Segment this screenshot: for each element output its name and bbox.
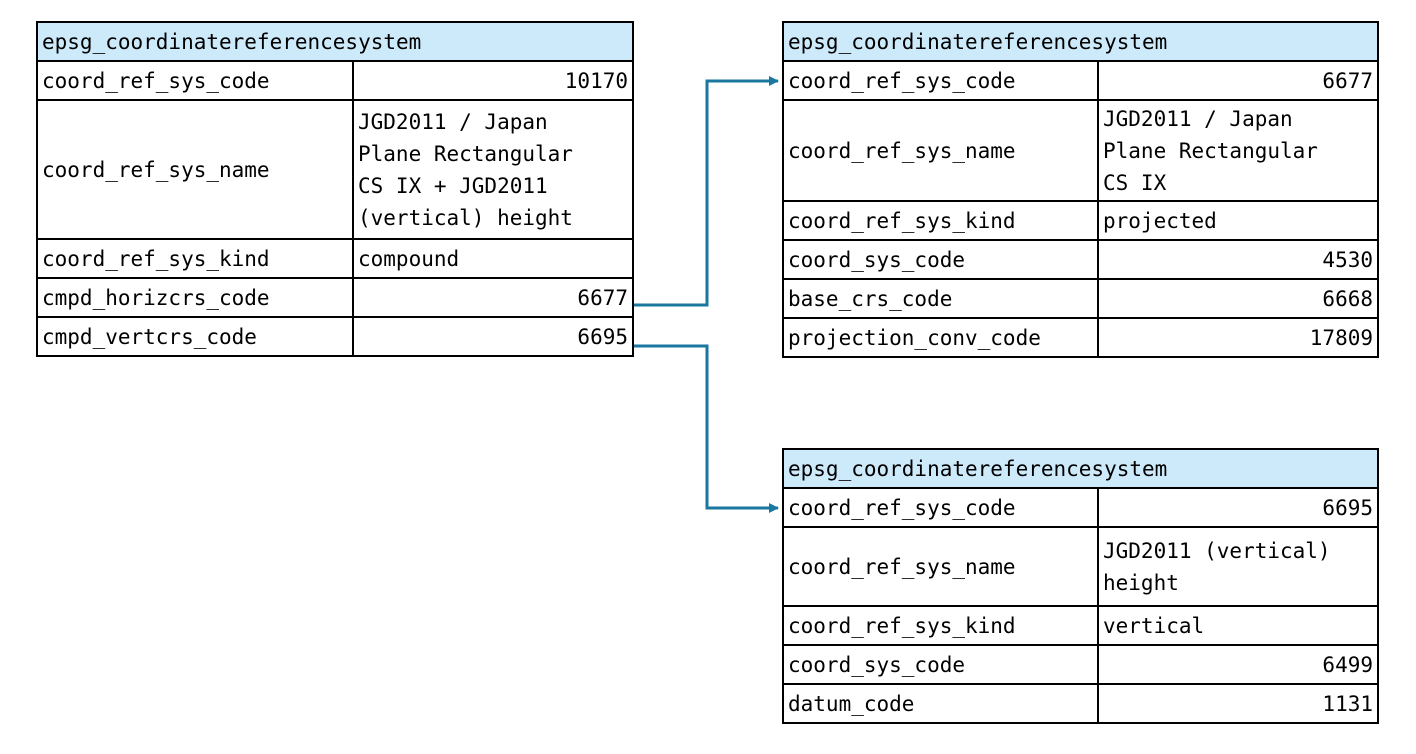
table-header-row: epsg_coordinatereferencesystem (782, 448, 1379, 489)
table-row: datum_code 1131 (782, 683, 1379, 724)
horizontal-crs-connector-arrow (634, 76, 779, 307)
table-title: epsg_coordinatereferencesystem (782, 448, 1379, 489)
field-value: 4530 (1097, 239, 1379, 280)
compound-crs-table: epsg_coordinatereferencesystem coord_ref… (36, 21, 634, 357)
field-name: base_crs_code (782, 278, 1099, 319)
table-title: epsg_coordinatereferencesystem (36, 21, 634, 62)
vertical-crs-connector-arrow (634, 344, 779, 513)
field-name: coord_ref_sys_code (782, 487, 1099, 528)
table-row: coord_ref_sys_kind compound (36, 238, 634, 279)
field-value: 6677 (1097, 60, 1379, 101)
table-row: coord_ref_sys_code 6695 (782, 487, 1379, 528)
field-name: projection_conv_code (782, 317, 1099, 358)
field-value: JGD2011 / Japan Plane Rectangular CS IX … (352, 99, 634, 240)
field-value: 6668 (1097, 278, 1379, 319)
field-value: JGD2011 (vertical) height (1097, 526, 1379, 607)
field-name: coord_ref_sys_kind (782, 605, 1099, 646)
table-row: coord_ref_sys_code 6677 (782, 60, 1379, 101)
field-name: coord_sys_code (782, 644, 1099, 685)
field-value: 6695 (352, 316, 634, 357)
field-name: coord_ref_sys_code (36, 60, 354, 101)
table-row: cmpd_horizcrs_code 6677 (36, 277, 634, 318)
table-row: coord_ref_sys_name JGD2011 (vertical) he… (782, 526, 1379, 607)
table-row: coord_ref_sys_code 10170 (36, 60, 634, 101)
table-header-row: epsg_coordinatereferencesystem (36, 21, 634, 62)
table-row: coord_ref_sys_name JGD2011 / Japan Plane… (782, 99, 1379, 202)
field-name: coord_ref_sys_name (36, 99, 354, 240)
table-title: epsg_coordinatereferencesystem (782, 21, 1379, 62)
field-value: 6695 (1097, 487, 1379, 528)
field-value: compound (352, 238, 634, 279)
field-value: 1131 (1097, 683, 1379, 724)
field-value: 17809 (1097, 317, 1379, 358)
field-name: datum_code (782, 683, 1099, 724)
table-row: coord_sys_code 4530 (782, 239, 1379, 280)
field-value: 10170 (352, 60, 634, 101)
table-row: coord_ref_sys_kind vertical (782, 605, 1379, 646)
table-row: base_crs_code 6668 (782, 278, 1379, 319)
field-value: vertical (1097, 605, 1379, 646)
table-header-row: epsg_coordinatereferencesystem (782, 21, 1379, 62)
field-name: cmpd_vertcrs_code (36, 316, 354, 357)
table-row: coord_ref_sys_name JGD2011 / Japan Plane… (36, 99, 634, 240)
field-name: coord_ref_sys_code (782, 60, 1099, 101)
field-name: coord_ref_sys_kind (782, 200, 1099, 241)
table-row: projection_conv_code 17809 (782, 317, 1379, 358)
field-name: coord_ref_sys_name (782, 99, 1099, 202)
horizontal-crs-table: epsg_coordinatereferencesystem coord_ref… (782, 21, 1379, 358)
field-name: coord_ref_sys_name (782, 526, 1099, 607)
field-value: 6499 (1097, 644, 1379, 685)
field-name: coord_ref_sys_kind (36, 238, 354, 279)
table-row: cmpd_vertcrs_code 6695 (36, 316, 634, 357)
field-value: JGD2011 / Japan Plane Rectangular CS IX (1097, 99, 1379, 202)
field-value: projected (1097, 200, 1379, 241)
table-row: coord_sys_code 6499 (782, 644, 1379, 685)
table-row: coord_ref_sys_kind projected (782, 200, 1379, 241)
vertical-crs-table: epsg_coordinatereferencesystem coord_ref… (782, 448, 1379, 724)
field-value: 6677 (352, 277, 634, 318)
field-name: coord_sys_code (782, 239, 1099, 280)
field-name: cmpd_horizcrs_code (36, 277, 354, 318)
